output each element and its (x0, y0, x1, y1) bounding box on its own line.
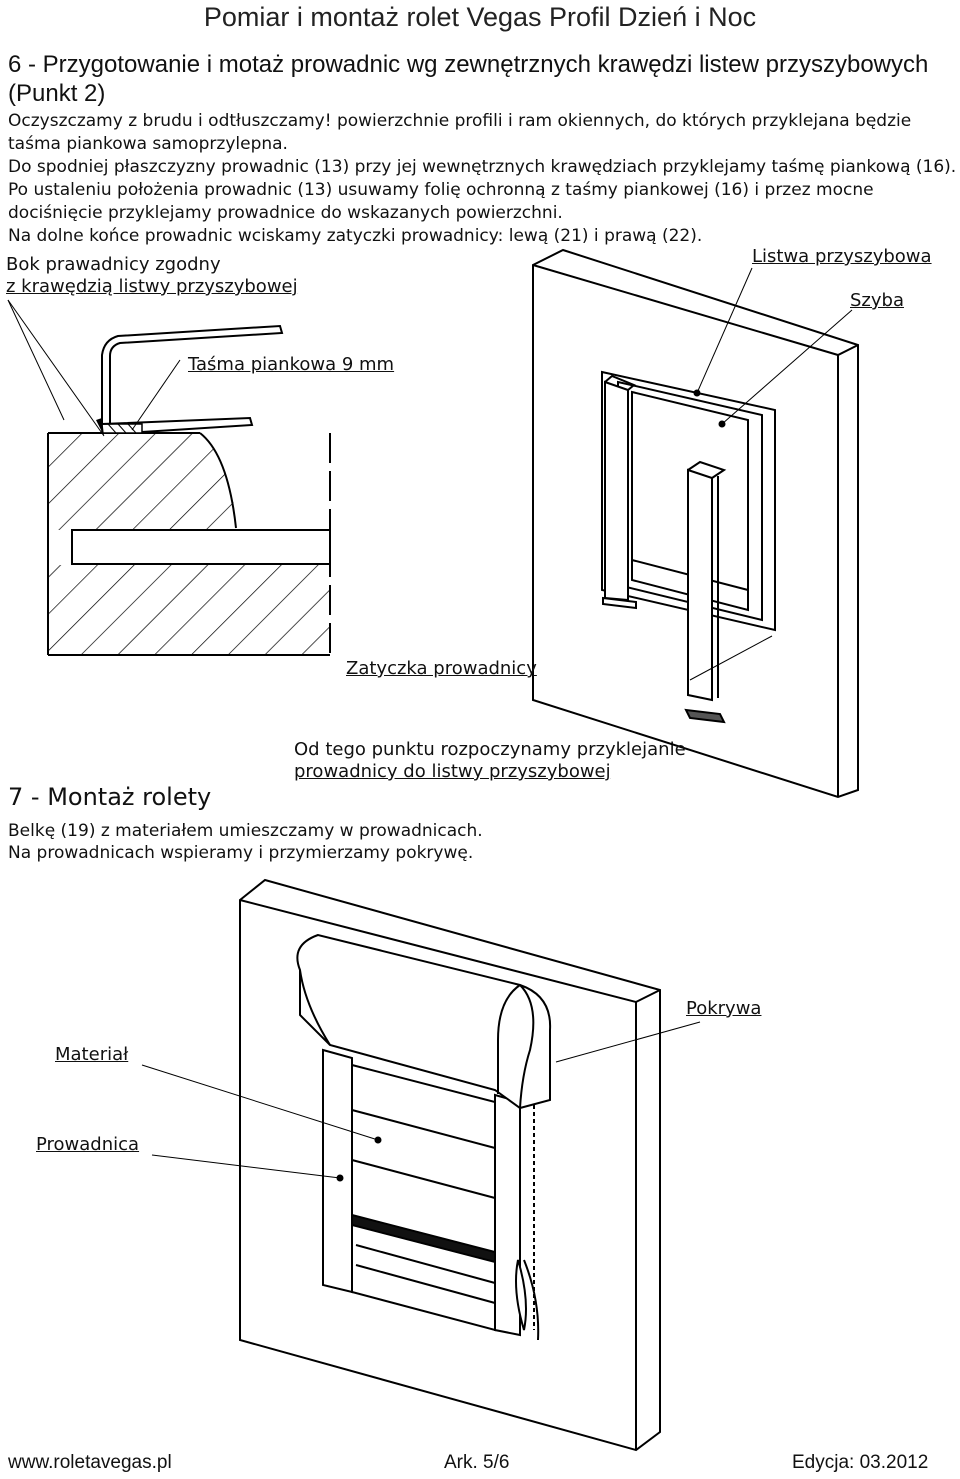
roller-blind-drawing (141, 878, 701, 1452)
label-od-tego-line2: prowadnicy do listwy przyszybowej (294, 761, 611, 782)
label-od-tego-punktu: Od tego punktu rozpoczynamy przyklejanie… (294, 739, 686, 783)
section-7-paragraph: Belkę (19) z materiałem umieszczamy w pr… (8, 821, 483, 841)
section-6-heading: 6 - Przygotowanie i motaż prowadnic wg z… (8, 51, 929, 107)
label-zatyczka-prowadnicy: Zatyczka prowadnicy (346, 658, 537, 679)
label-od-tego-line1: Od tego punktu rozpoczynamy przyklejanie (294, 739, 686, 760)
label-material: Materiał (55, 1044, 129, 1065)
section-6-body: Oczyszczamy z brudu i odtłuszczamy! powi… (8, 110, 958, 248)
label-prowadnica: Prowadnica (36, 1134, 140, 1155)
label-tasma-piankowa: Taśma piankowa 9 mm (188, 354, 395, 375)
footer-edition: Edycja: 03.2012 (792, 1452, 929, 1473)
footer-website: www.roletavegas.pl (8, 1452, 172, 1473)
label-bok-line1: Bok prawadnicy zgodny (6, 254, 221, 275)
section-7-heading: 7 - Montaż rolety (8, 783, 212, 811)
section-6-paragraph: Oczyszczamy z brudu i odtłuszczamy! powi… (8, 111, 912, 154)
label-listwa-przyszybowa: Listwa przyszybowa (752, 246, 932, 267)
page-title: Pomiar i montaż rolet Vegas Profil Dzień… (203, 2, 757, 32)
footer-sheet: Ark. 5/6 (444, 1452, 510, 1473)
label-bok-prowadnicy: Bok prawadnicy zgodny z krawędzią listwy… (6, 254, 298, 298)
label-pokrywa: Pokrywa (686, 998, 762, 1019)
window-guides-drawing (532, 248, 859, 799)
label-bok-line2: z krawędzią listwy przyszybowej (6, 276, 298, 297)
label-szyba: Szyba (850, 290, 904, 311)
section-7-body: Belkę (19) z materiałem umieszczamy w pr… (8, 820, 483, 864)
section-6-paragraph: Na dolne końce prowadnic wciskamy zatycz… (8, 226, 703, 246)
section-7-paragraph: Na prowadnicach wspieramy i przymierzamy… (8, 843, 474, 863)
cross-section-drawing (7, 299, 331, 656)
section-6-paragraph: Do spodniej płaszczyzny prowadnic (13) p… (8, 157, 957, 223)
